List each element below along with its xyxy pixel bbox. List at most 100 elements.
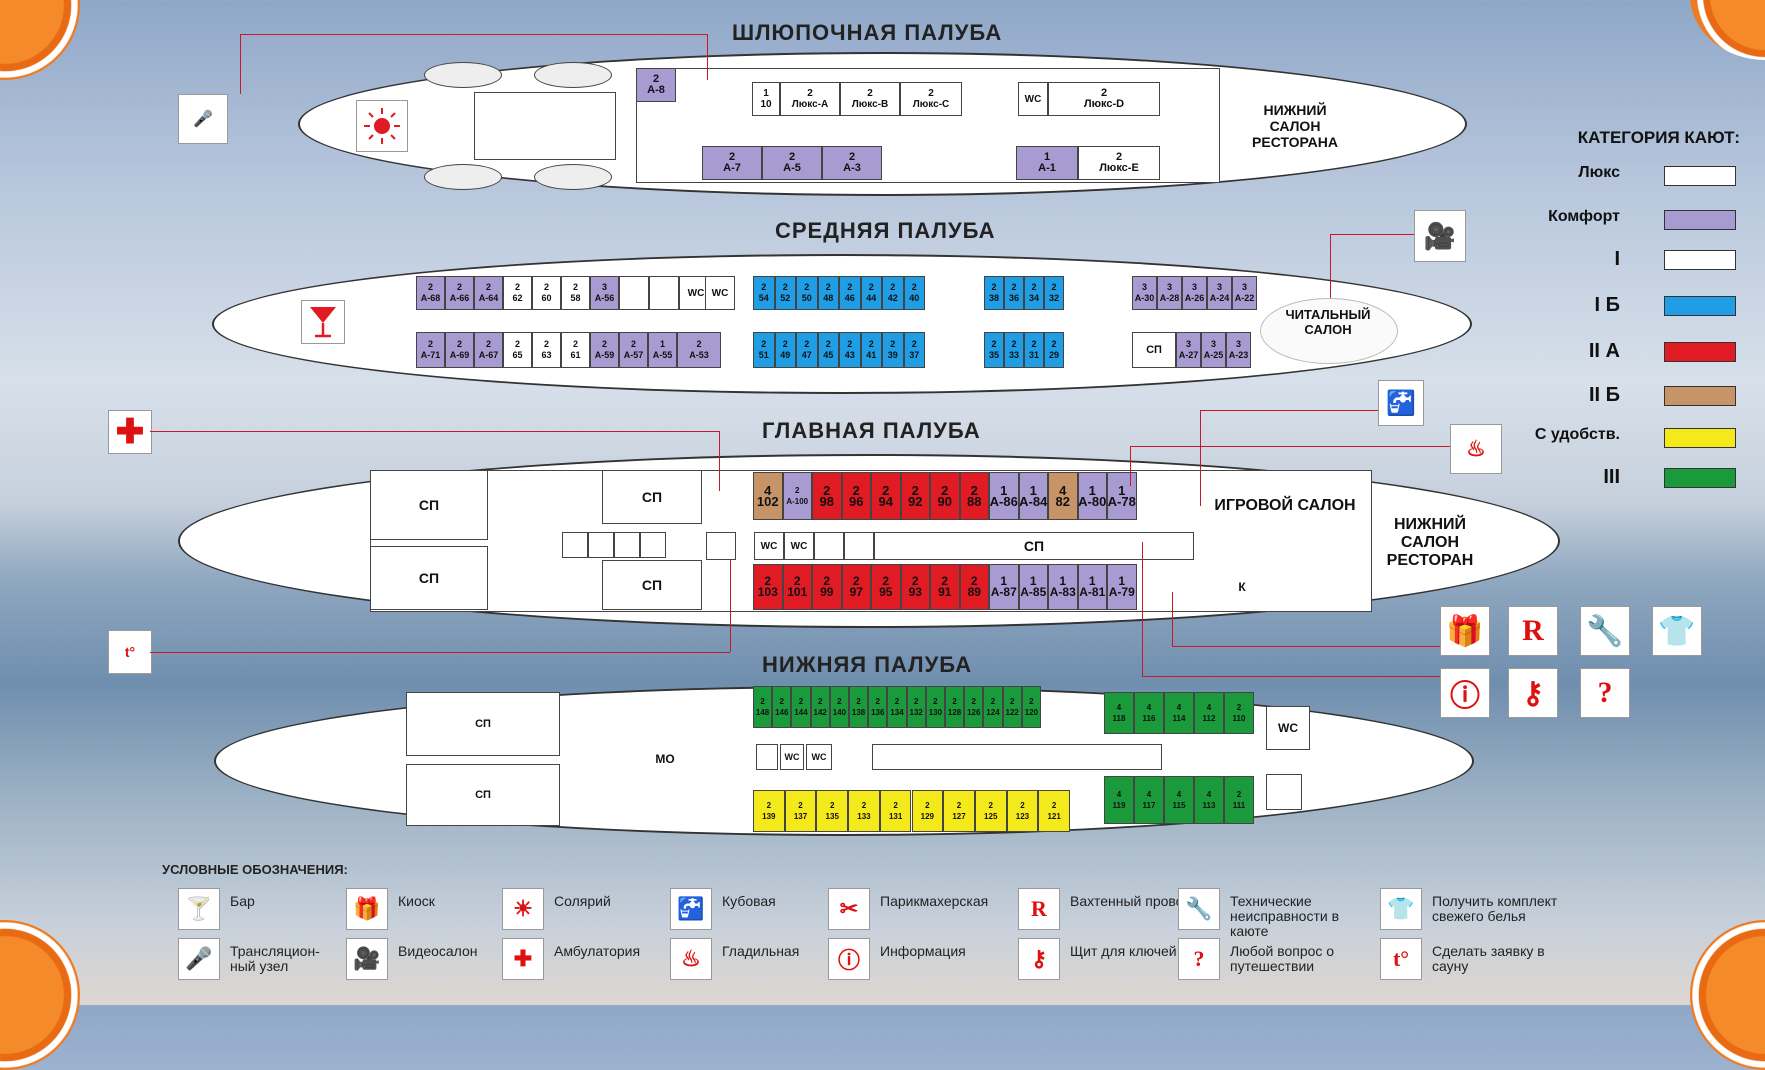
cabin[interactable]: 2129 [911, 790, 944, 832]
cabin[interactable]: 241 [860, 332, 882, 368]
cabin[interactable]: 3А-23 [1226, 332, 1251, 368]
cabin[interactable]: 262 [503, 276, 532, 310]
cabin[interactable]: 3А-26 [1182, 276, 1207, 310]
cabin[interactable]: 1А-86 [989, 472, 1019, 520]
cabin[interactable]: 291 [930, 564, 960, 610]
cabin[interactable]: 263 [532, 332, 561, 368]
cabin[interactable]: 294 [871, 472, 901, 520]
cabin[interactable]: 234 [1024, 276, 1044, 310]
cabin[interactable]: 3А-28 [1157, 276, 1182, 310]
cabin[interactable]: 260 [532, 276, 561, 310]
cabin[interactable]: 4116 [1134, 692, 1164, 734]
cabin[interactable]: 482 [1048, 472, 1078, 520]
cabin[interactable]: 2110 [1224, 692, 1254, 734]
cabin[interactable]: 1А-55 [648, 332, 677, 368]
cabin[interactable]: 4113 [1194, 776, 1224, 824]
cabin[interactable]: 2137 [784, 790, 817, 832]
cabin[interactable]: 245 [817, 332, 839, 368]
cabin[interactable]: 231 [1024, 332, 1044, 368]
cabin[interactable]: 2142 [810, 686, 830, 728]
cabin[interactable]: 289 [959, 564, 989, 610]
cabin[interactable]: 1А-83 [1048, 564, 1078, 610]
cabin[interactable]: 252 [774, 276, 796, 310]
cabin[interactable]: 232 [1044, 276, 1064, 310]
cabin[interactable]: 4112 [1194, 692, 1224, 734]
cabin[interactable]: 1А-1 [1016, 146, 1078, 180]
cabin[interactable]: 235 [984, 332, 1004, 368]
cabin[interactable]: 290 [930, 472, 960, 520]
cabin[interactable]: 298 [812, 472, 842, 520]
cabin[interactable]: 2А-59 [590, 332, 619, 368]
cabin[interactable]: 2А-57 [619, 332, 648, 368]
cabin[interactable]: 3А-25 [1201, 332, 1226, 368]
cabin[interactable]: 296 [841, 472, 871, 520]
cabin[interactable]: 240 [903, 276, 925, 310]
cabin[interactable]: 2А-7 [702, 146, 762, 180]
cabin[interactable]: 1А-79 [1107, 564, 1137, 610]
cabin[interactable]: 2101 [782, 564, 812, 610]
cabin[interactable]: 2130 [925, 686, 945, 728]
cabin[interactable]: 233 [1004, 332, 1024, 368]
cabin[interactable]: 293 [900, 564, 930, 610]
cabin[interactable]: 4102 [753, 472, 783, 520]
cabin[interactable]: 1А-81 [1077, 564, 1107, 610]
cabin[interactable]: 3А-30 [1132, 276, 1157, 310]
cabin[interactable]: 2131 [879, 790, 912, 832]
cabin[interactable]: 4119 [1104, 776, 1134, 824]
cabin[interactable]: 249 [774, 332, 796, 368]
cabin[interactable]: 1А-87 [989, 564, 1019, 610]
cabin[interactable]: 2А-68 [416, 276, 445, 310]
cabin[interactable]: 1А-78 [1107, 472, 1137, 520]
cabin[interactable]: 2111 [1224, 776, 1254, 824]
cabin[interactable]: 2121 [1038, 790, 1070, 832]
cabin[interactable]: 2133 [848, 790, 880, 832]
cabin[interactable]: 3А-24 [1207, 276, 1232, 310]
cabin[interactable]: 4114 [1164, 692, 1194, 734]
cabin[interactable]: 2127 [943, 790, 975, 832]
cabin[interactable]: 2Люкс-А [780, 82, 840, 116]
cabin[interactable]: 295 [871, 564, 901, 610]
cabin[interactable]: 236 [1004, 276, 1024, 310]
cabin[interactable]: 2А-100 [782, 472, 812, 520]
cabin[interactable]: 2140 [829, 686, 849, 728]
cabin[interactable]: 2144 [791, 686, 811, 728]
cabin[interactable]: 261 [561, 332, 590, 368]
cabin[interactable]: 299 [812, 564, 842, 610]
cabin[interactable]: 2136 [868, 686, 888, 728]
cabin[interactable]: 250 [796, 276, 818, 310]
cabin[interactable]: 1А-85 [1018, 564, 1048, 610]
cabin[interactable]: 265 [503, 332, 532, 368]
cabin[interactable]: 248 [817, 276, 839, 310]
cabin[interactable]: 2138 [849, 686, 869, 728]
cabin[interactable]: 2А-3 [822, 146, 882, 180]
cabin[interactable]: 2Люкс-С [900, 82, 962, 116]
cabin[interactable]: 4118 [1104, 692, 1134, 734]
cabin[interactable]: 2А-66 [445, 276, 474, 310]
cabin[interactable]: 4117 [1134, 776, 1164, 824]
cabin[interactable]: 3А-27 [1176, 332, 1201, 368]
cabin[interactable]: 238 [984, 276, 1004, 310]
cabin[interactable]: 1А-84 [1018, 472, 1048, 520]
cabin[interactable]: 229 [1044, 332, 1064, 368]
cabin[interactable]: 242 [882, 276, 904, 310]
cabin[interactable]: 288 [959, 472, 989, 520]
cabin[interactable]: 297 [841, 564, 871, 610]
cabin[interactable]: 247 [796, 332, 818, 368]
cabin[interactable]: 292 [900, 472, 930, 520]
cabin[interactable]: 251 [753, 332, 775, 368]
cabin[interactable]: 2132 [906, 686, 926, 728]
cabin[interactable]: 110 [752, 82, 780, 116]
cabin[interactable]: 243 [839, 332, 861, 368]
cabin[interactable]: 2139 [753, 790, 785, 832]
cabin[interactable]: 3А-22 [1232, 276, 1257, 310]
cabin[interactable]: 2148 [753, 686, 773, 728]
cabin[interactable]: 258 [561, 276, 590, 310]
cabin[interactable]: 2Люкс-D [1048, 82, 1160, 116]
cabin[interactable]: 239 [882, 332, 904, 368]
cabin[interactable]: 246 [839, 276, 861, 310]
cabin[interactable]: 237 [903, 332, 925, 368]
cabin[interactable]: 2А-53 [677, 332, 721, 368]
cabin[interactable]: 244 [860, 276, 882, 310]
cabin[interactable]: 1А-80 [1077, 472, 1107, 520]
cabin[interactable]: 2122 [1002, 686, 1022, 728]
